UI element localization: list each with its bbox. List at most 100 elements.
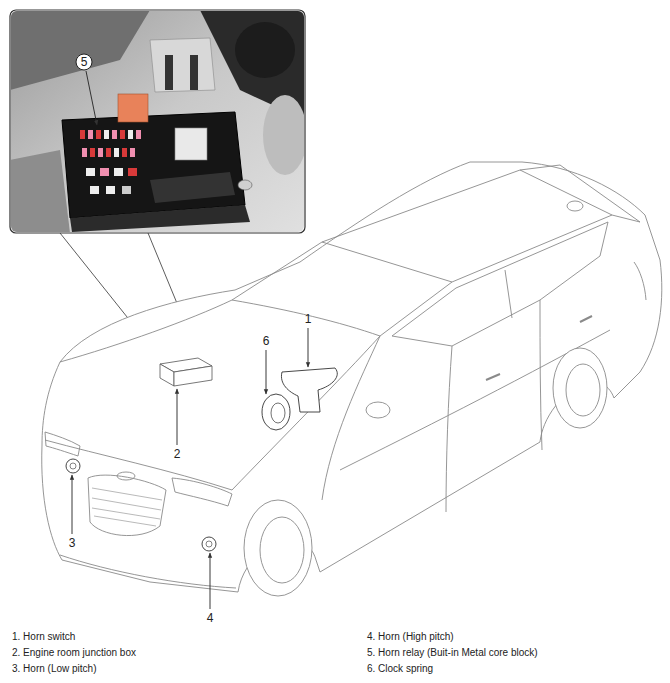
clock-spring <box>262 394 290 430</box>
cable <box>165 55 173 90</box>
block-cover <box>150 172 235 203</box>
callout-number: 6 <box>263 334 270 348</box>
rim <box>260 517 304 583</box>
callout-number: 4 <box>207 611 214 625</box>
horn-center <box>206 541 212 547</box>
leaders <box>72 328 308 609</box>
horn-low <box>66 459 80 473</box>
headlight <box>172 478 232 506</box>
grille-bars <box>92 488 162 526</box>
fuse <box>120 130 125 139</box>
junction-box <box>160 358 212 386</box>
horn-pad <box>281 368 337 412</box>
fuse <box>86 168 95 176</box>
legend-item: 4. Horn (High pitch) <box>367 631 454 643</box>
legend-item: 6. Clock spring <box>367 663 433 675</box>
fuse <box>106 148 111 157</box>
callout-number: 1 <box>305 312 312 326</box>
duct <box>263 95 304 175</box>
junction-box-photo <box>62 112 245 218</box>
fuse <box>80 130 85 139</box>
callout-number: 3 <box>69 536 76 550</box>
horn-relay-photo <box>118 94 148 122</box>
inset-frame <box>10 10 305 233</box>
b-pillar <box>505 270 512 318</box>
cable <box>190 55 198 90</box>
fuse <box>106 186 115 194</box>
box-front <box>174 366 212 386</box>
hood-front-edge <box>45 440 232 490</box>
callout-number: 5 <box>81 55 88 69</box>
car-body <box>42 162 662 592</box>
bolt <box>238 180 252 190</box>
leader-line <box>266 350 267 394</box>
legend-item: 5. Horn relay (Buit-in Metal core block) <box>367 647 538 659</box>
bay-floor <box>11 150 70 232</box>
legend-item: 3. Horn (Low pitch) <box>12 663 96 675</box>
junction-box-side <box>70 205 250 232</box>
front-wheel <box>244 500 312 596</box>
hood-near-edge <box>232 336 380 490</box>
fuse <box>130 148 135 157</box>
fuse <box>96 130 101 139</box>
door-line <box>446 346 452 512</box>
emblem <box>117 472 135 480</box>
roof <box>322 170 612 282</box>
engine-bay <box>11 11 304 232</box>
callout-number: 2 <box>174 447 181 461</box>
hose <box>235 22 295 78</box>
fuse-row <box>80 130 141 194</box>
fuse <box>90 148 95 157</box>
fuse <box>128 130 133 139</box>
headlight <box>45 432 80 456</box>
bracket <box>150 38 215 92</box>
fuse <box>90 186 99 194</box>
fuse <box>82 148 87 157</box>
leader-line <box>72 475 73 534</box>
bay-panel <box>11 11 150 90</box>
fuse <box>114 168 123 176</box>
fuel-door <box>567 201 583 211</box>
fuse <box>98 148 103 157</box>
rear-window <box>520 165 640 222</box>
leader-line <box>86 71 97 125</box>
fuse <box>114 148 119 157</box>
rear-wheel <box>553 348 607 428</box>
legend-item: 1. Horn switch <box>12 631 75 643</box>
spring-inner <box>271 403 285 423</box>
door-line <box>540 300 542 450</box>
fuse <box>88 130 93 139</box>
tail-lamp <box>634 262 646 300</box>
door-handle <box>580 316 592 322</box>
legend-item: 2. Engine room junction box <box>12 647 136 659</box>
rim <box>566 364 600 416</box>
spring-outer <box>262 394 290 430</box>
cowl-line <box>232 300 380 336</box>
connector <box>175 128 207 160</box>
side-window <box>392 222 608 346</box>
box-side <box>160 364 174 386</box>
hood-far-edge <box>60 300 232 362</box>
leader-line <box>308 328 309 367</box>
horn-high <box>202 537 216 551</box>
car-outline <box>42 162 662 596</box>
fuse <box>128 168 137 176</box>
fuse <box>112 130 117 139</box>
fuse <box>122 186 131 194</box>
leader-line <box>177 389 178 445</box>
door-handle <box>486 374 500 380</box>
fuse <box>136 130 141 139</box>
body-crease <box>340 330 610 470</box>
callout-circle <box>76 54 92 70</box>
grille <box>88 475 166 535</box>
fender-line <box>322 336 380 500</box>
leader-line <box>210 553 211 609</box>
windshield <box>232 242 452 336</box>
horn-center <box>70 463 76 469</box>
mirror <box>366 402 390 418</box>
fuse <box>100 168 109 176</box>
horn-switch <box>281 368 337 412</box>
